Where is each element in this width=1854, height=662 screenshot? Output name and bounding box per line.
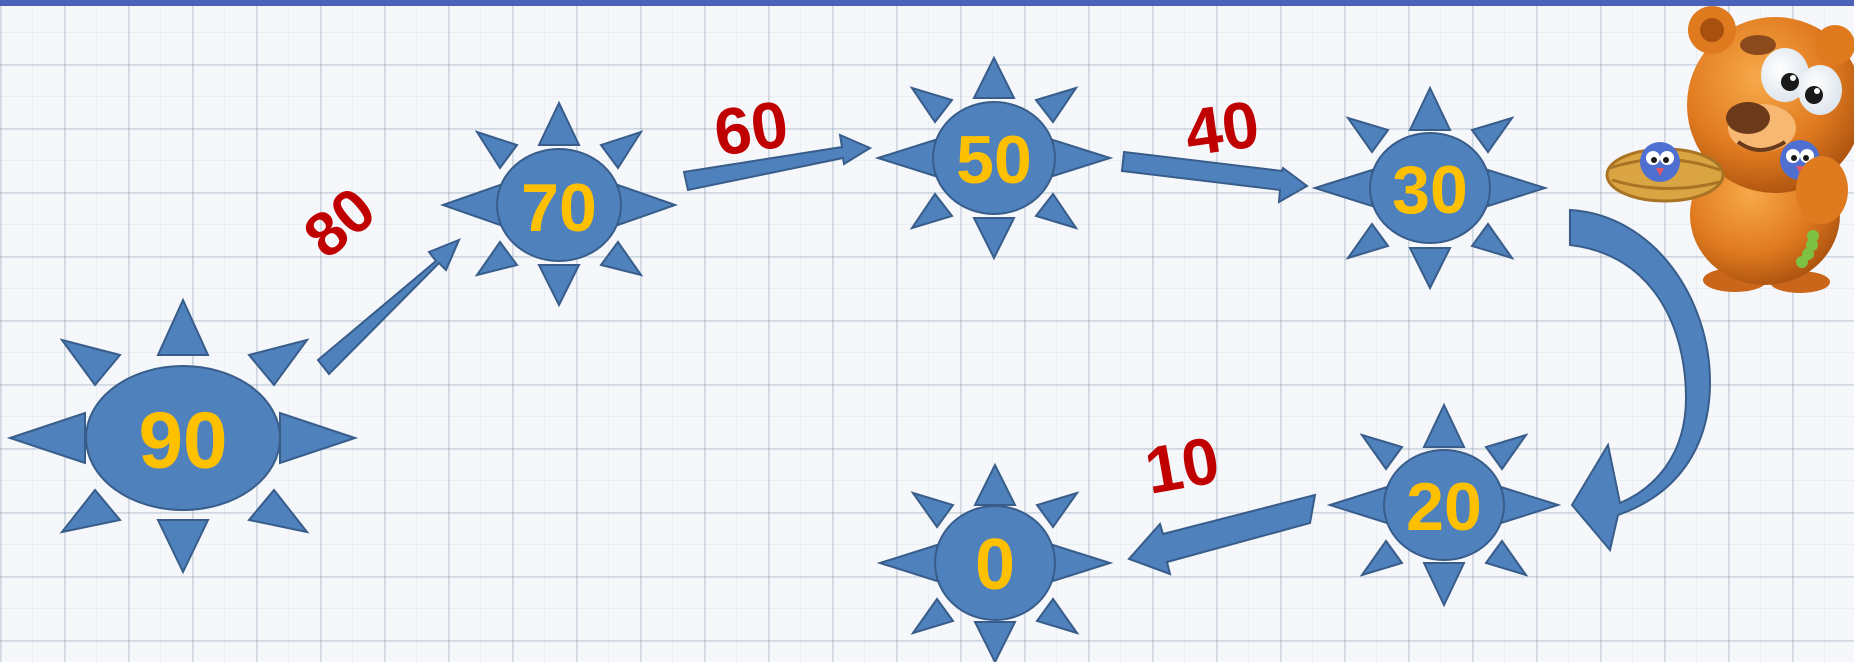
sun-value-20: 20 <box>1406 469 1482 545</box>
sun-value-0: 0 <box>975 525 1015 605</box>
sun-value-90: 90 <box>139 396 228 485</box>
sun-node-30: 30 <box>1315 88 1545 288</box>
step-label-40: 40 <box>1180 86 1263 169</box>
sun-node-20: 20 <box>1330 405 1558 605</box>
sun-node-50: 50 <box>878 58 1110 258</box>
sun-value-50: 50 <box>956 122 1032 198</box>
step-label-80: 80 <box>291 174 388 271</box>
step-label-10: 10 <box>1139 422 1224 508</box>
sun-node-0: 0 <box>880 465 1110 662</box>
sun-node-90: 90 <box>10 300 355 572</box>
sun-value-70: 70 <box>521 170 597 246</box>
arrow-30-to-20-curved <box>1570 210 1710 550</box>
sun-node-70: 70 <box>443 103 675 305</box>
sun-value-30: 30 <box>1392 152 1468 228</box>
step-label-60: 60 <box>709 86 792 169</box>
